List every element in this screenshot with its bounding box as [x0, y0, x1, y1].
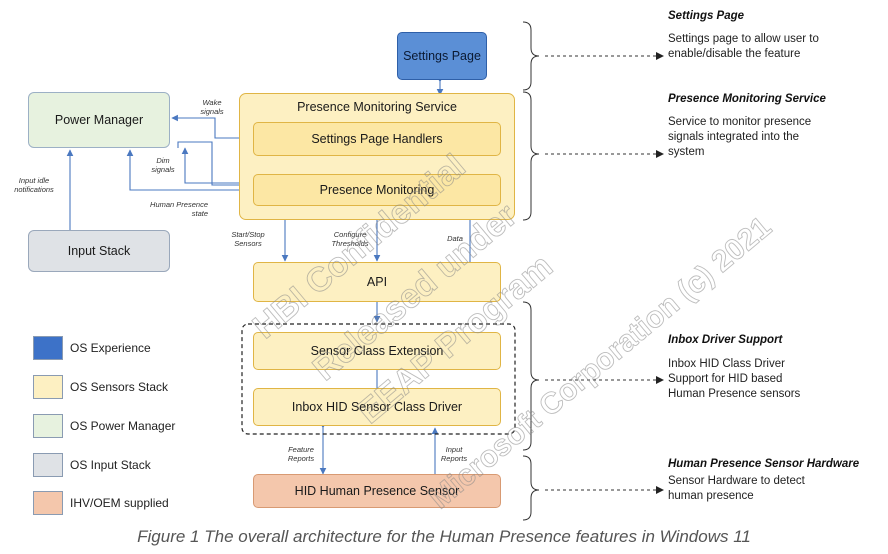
- api-box: API: [253, 262, 501, 302]
- human-presence-state-label: Human Presence state: [150, 200, 208, 218]
- input-idle-label: Input idle notifications: [14, 176, 54, 194]
- input-stack-label: Input Stack: [67, 244, 131, 258]
- legend-swatch-os-input: [33, 453, 63, 477]
- hid-sensor-label: HID Human Presence Sensor: [294, 484, 460, 498]
- sensor-class-extension-box: Sensor Class Extension: [253, 332, 501, 370]
- inbox-driver-container: [241, 323, 516, 435]
- arrow-wake-signals: [171, 114, 252, 139]
- section-desc-pms: Service to monitor presence signals inte…: [668, 116, 812, 158]
- arrow-dim-signals: [181, 147, 252, 184]
- section-title-hardware: Human Presence Sensor Hardware: [668, 458, 860, 470]
- feature-reports-label: Feature Reports: [287, 445, 315, 463]
- legend-label-ihv-oem: IHV/OEM supplied: [70, 496, 169, 510]
- power-manager-label: Power Manager: [54, 113, 144, 127]
- legend-label-os-power: OS Power Manager: [70, 419, 176, 433]
- arrow-human-presence-state: [126, 149, 252, 191]
- brace-inbox: [522, 301, 540, 451]
- legend-swatch-ihv-oem: [33, 491, 63, 515]
- legend-label-os-input: OS Input Stack: [70, 458, 151, 472]
- data-label: Data: [447, 234, 463, 243]
- section-title-inbox: Inbox Driver Support: [668, 334, 783, 346]
- legend-label-os-sensors: OS Sensors Stack: [70, 380, 169, 394]
- handlers-label: Settings Page Handlers: [311, 132, 443, 146]
- section-desc-hardware: Sensor Hardware to detect human presence: [668, 475, 805, 502]
- brace-pms: [522, 91, 540, 221]
- api-label: API: [366, 275, 388, 289]
- settings-page-handlers-box: Settings Page Handlers: [253, 122, 501, 156]
- brace-hardware: [522, 455, 540, 521]
- driver-label: Inbox HID Sensor Class Driver: [291, 400, 463, 414]
- legend-label-os-experience: OS Experience: [70, 341, 151, 355]
- section-desc-settings: Settings page to allow user to enable/di…: [668, 33, 819, 60]
- line-dim: [177, 141, 252, 186]
- section-title-settings: Settings Page: [668, 10, 745, 22]
- inbox-hid-driver-box: Inbox HID Sensor Class Driver: [253, 388, 501, 426]
- pm-label: Presence Monitoring: [319, 183, 435, 197]
- figure-caption: Figure 1 The overall architecture for th…: [137, 527, 751, 546]
- pms-label: Presence Monitoring Service: [297, 100, 457, 114]
- input-reports-label: Input Reports: [440, 445, 468, 463]
- section-desc-inbox: Inbox HID Class Driver Support for HID b…: [668, 358, 801, 400]
- configure-thresholds-label: Configure Thresholds: [331, 230, 369, 248]
- wake-signals-label: Wake signals: [200, 98, 224, 116]
- start-stop-label: Start/Stop Sensors: [231, 230, 265, 248]
- hid-sensor-box: HID Human Presence Sensor: [253, 474, 501, 508]
- power-manager-box: Power Manager: [28, 92, 170, 148]
- legend-swatch-os-experience: [33, 336, 63, 360]
- brace-settings: [522, 21, 540, 91]
- presence-monitoring-box: Presence Monitoring: [253, 174, 501, 206]
- sce-label: Sensor Class Extension: [310, 344, 444, 358]
- dim-signals-label: Dim signals: [151, 156, 175, 174]
- legend-swatch-os-power: [33, 414, 63, 438]
- input-stack-box: Input Stack: [28, 230, 170, 272]
- settings-page-box: Settings Page: [397, 32, 487, 80]
- settings-page-label: Settings Page: [403, 49, 481, 63]
- section-title-pms: Presence Monitoring Service: [668, 93, 826, 105]
- legend-swatch-os-sensors: [33, 375, 63, 399]
